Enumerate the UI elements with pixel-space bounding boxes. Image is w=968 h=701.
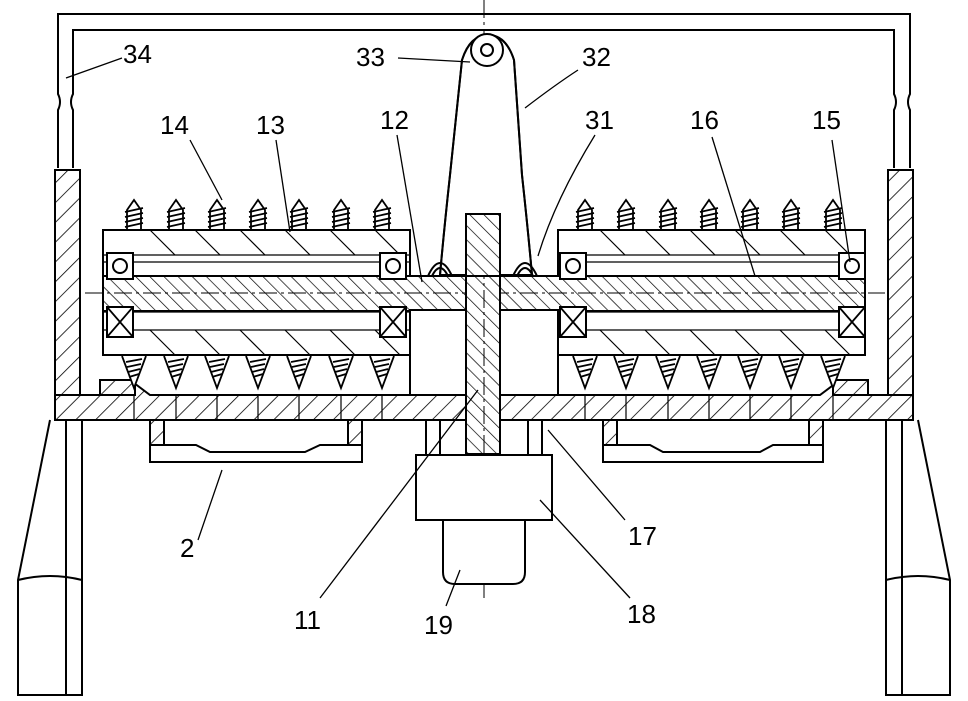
label-34: 34 <box>123 39 152 69</box>
upper-spikes-left <box>125 200 391 230</box>
label-11: 11 <box>294 605 321 635</box>
label-33: 33 <box>356 42 385 72</box>
label-13: 13 <box>256 110 285 140</box>
label-32: 32 <box>582 42 611 72</box>
upper-spikes-right <box>576 200 842 230</box>
label-16: 16 <box>690 105 719 135</box>
label-15: 15 <box>812 105 841 135</box>
label-17: 17 <box>628 521 657 551</box>
label-12: 12 <box>380 105 409 135</box>
lower-spikes-right <box>573 356 845 388</box>
label-18: 18 <box>627 599 656 629</box>
label-31: 31 <box>585 105 614 135</box>
label-2: 2 <box>180 533 194 563</box>
label-19: 19 <box>424 610 453 640</box>
lower-spikes-left <box>122 356 394 388</box>
handle <box>428 34 537 276</box>
label-14: 14 <box>160 110 189 140</box>
